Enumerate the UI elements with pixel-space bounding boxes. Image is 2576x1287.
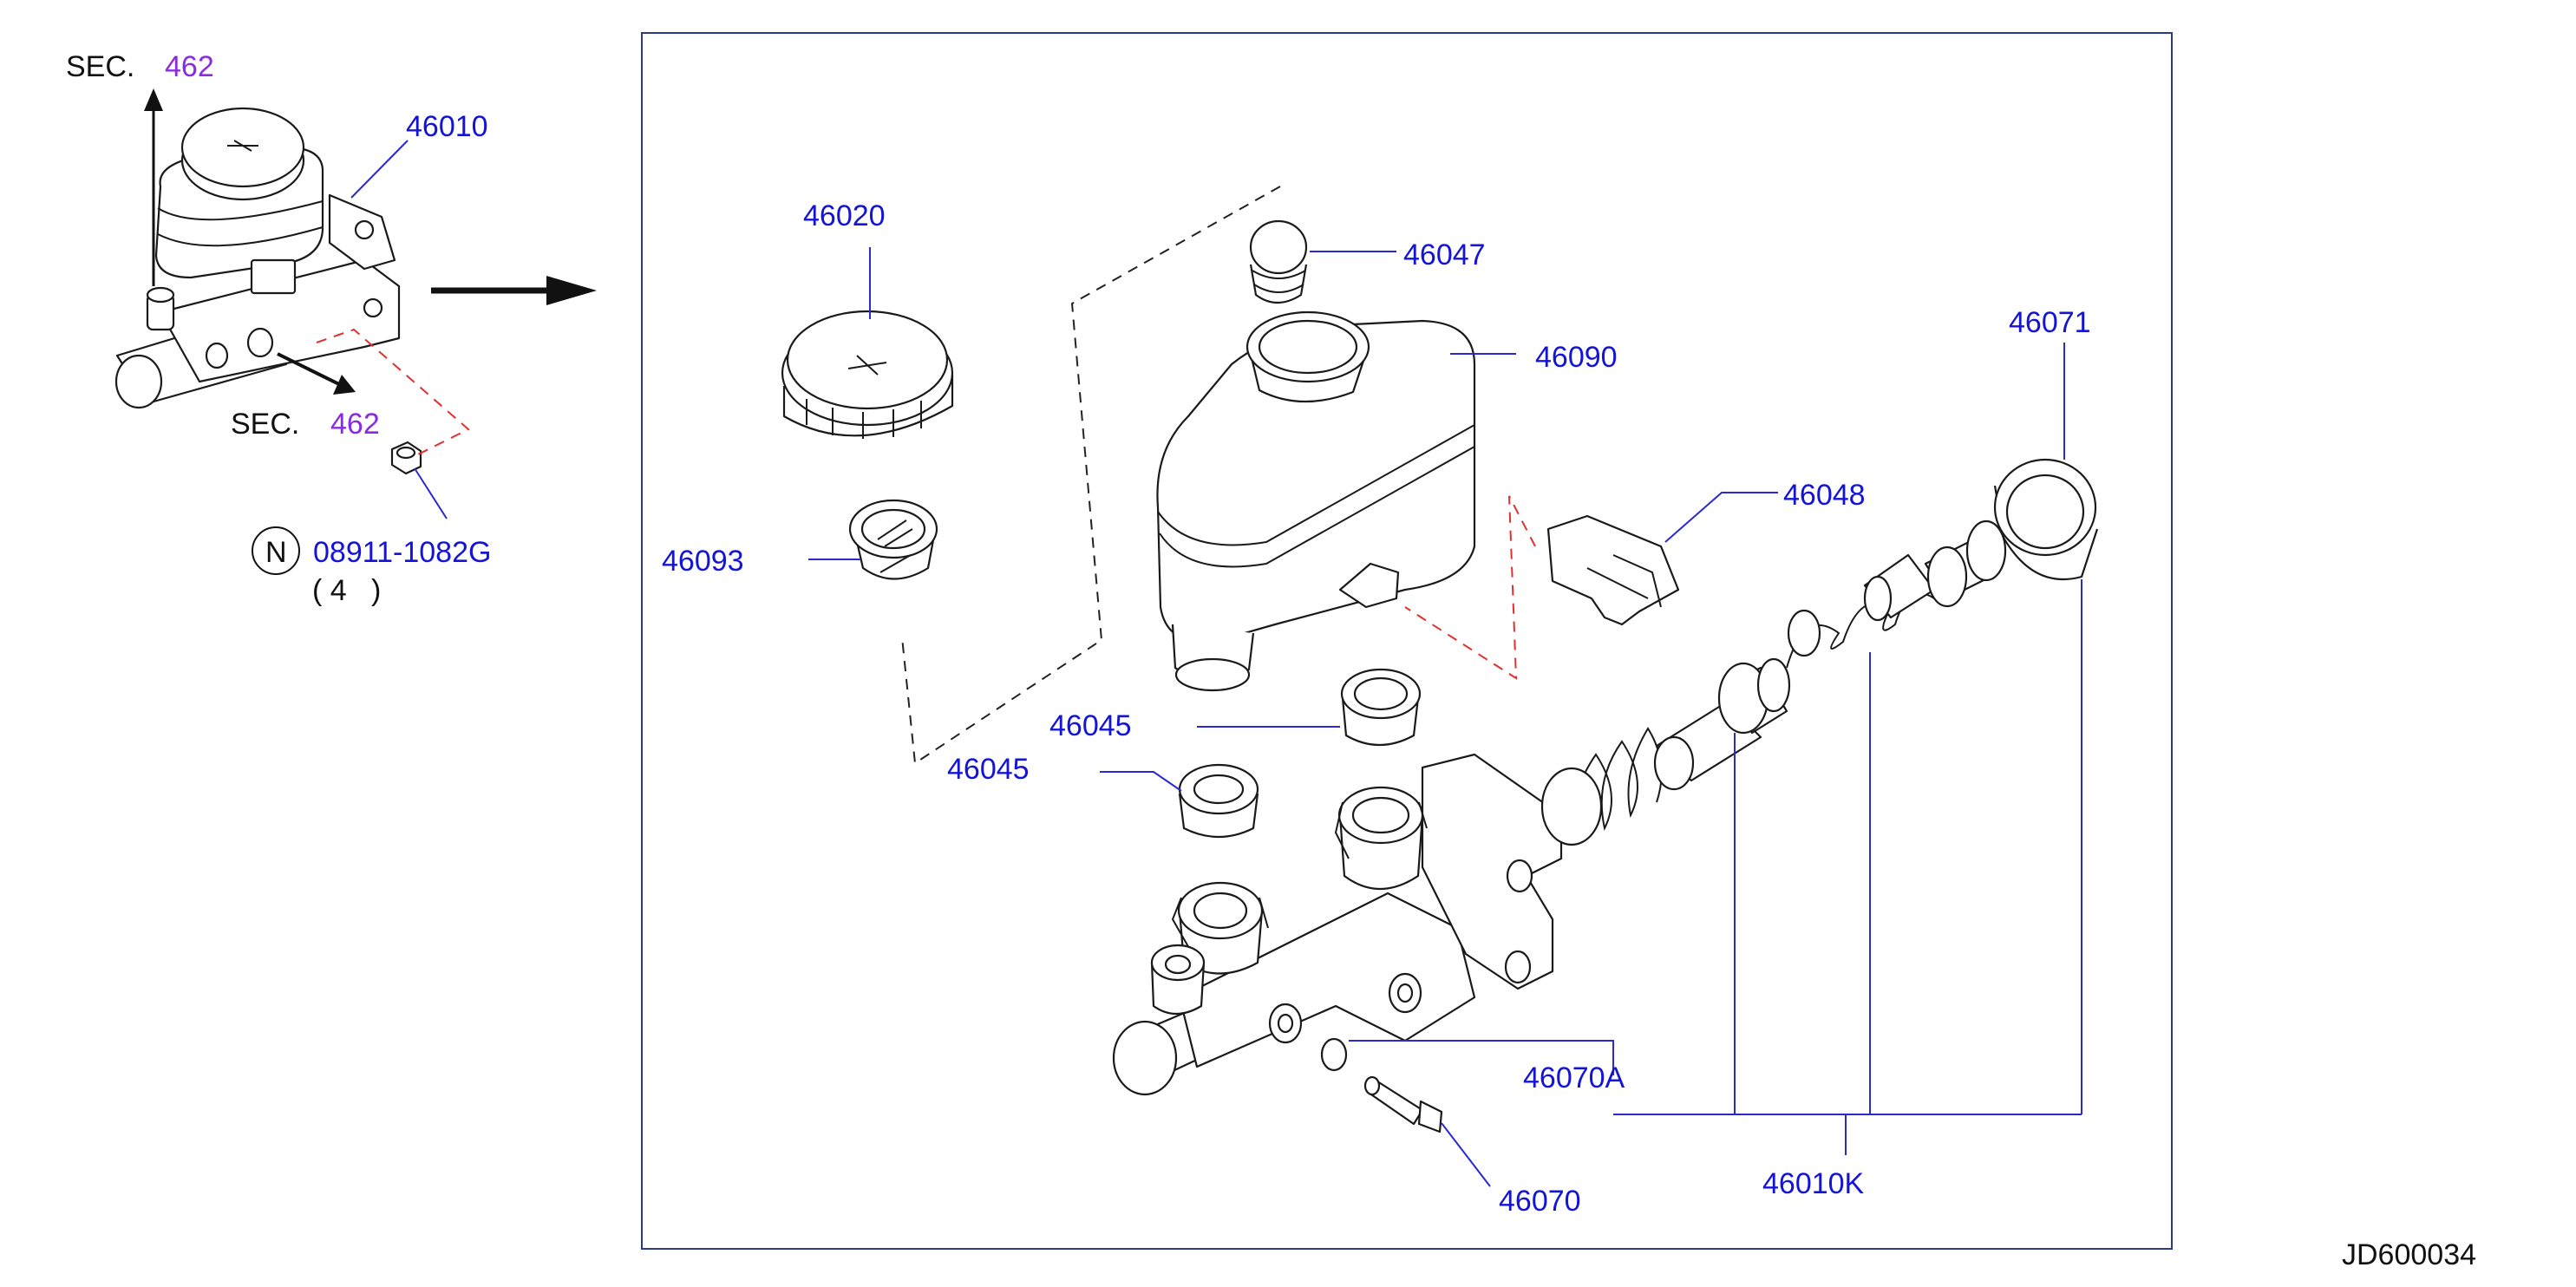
piston-kit [1540, 519, 2082, 1155]
part-label-46070A[interactable]: 46070A [1523, 1062, 1625, 1094]
o-ring [1320, 1037, 1348, 1072]
part-label-46090[interactable]: 46090 [1535, 341, 1618, 374]
part-label-46045-lower[interactable]: 46045 [947, 753, 1030, 786]
part-label-46071[interactable]: 46071 [2009, 306, 2091, 339]
part-label-46010[interactable]: 46010 [406, 110, 488, 143]
sec-prefix-top: SEC. [66, 50, 134, 83]
reservoir-tank [1156, 310, 1516, 692]
detail-arrow [431, 276, 597, 305]
part-label-46045-upper[interactable]: 46045 [1049, 709, 1132, 742]
part-label-nut[interactable]: 08911-1082G [313, 536, 491, 569]
seal-upper [1197, 668, 1422, 747]
nut-marker: N [265, 536, 287, 569]
nut-quantity: ( 4 ) [312, 574, 381, 607]
reservoir-plug [1249, 219, 1396, 304]
diagram-code: JD600034 [2342, 1238, 2476, 1271]
part-label-46093[interactable]: 46093 [662, 545, 744, 578]
detail-frame [641, 32, 2173, 1250]
part-label-46010K[interactable]: 46010K [1762, 1167, 1865, 1200]
sec-prefix-bottom: SEC. [231, 408, 299, 441]
cylinder-body [1112, 753, 1563, 1096]
part-label-46070[interactable]: 46070 [1499, 1185, 1581, 1218]
level-switch [1404, 492, 1778, 680]
seal-lower [1100, 763, 1259, 839]
sec-ref-bottom[interactable]: 462 [330, 408, 380, 441]
strainer [808, 499, 938, 580]
part-label-46048[interactable]: 46048 [1783, 479, 1866, 512]
sec-ref-top[interactable]: 462 [165, 50, 214, 83]
part-label-46020[interactable]: 46020 [803, 199, 886, 232]
cup-seal [1993, 343, 2099, 581]
assembly-overview: N 08911-1082G ( 4 ) SEC. 462 SEC. 462 46… [66, 50, 491, 607]
stopper-pin [1363, 1075, 1491, 1187]
part-label-46047[interactable]: 46047 [1403, 238, 1486, 271]
reservoir-cap [781, 247, 954, 439]
